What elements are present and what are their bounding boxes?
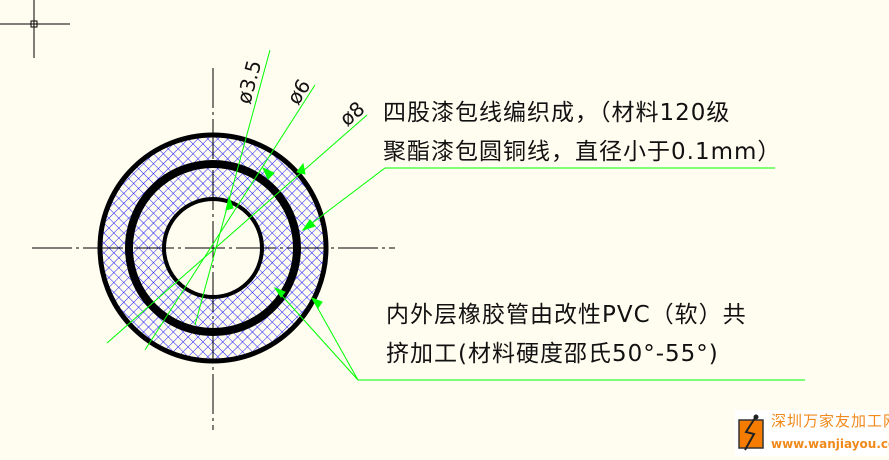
braid-note-line1: 四股漆包线编织成，（材料120级: [383, 100, 731, 126]
dimension-leaders: [106, 49, 805, 381]
braid-note-line2: 聚酯漆包圆铜线，直径小于0.1mm）: [383, 139, 782, 165]
dim-diameter-3-5: ø3.5: [232, 58, 267, 107]
watermark-name: 深圳万家友加工网: [771, 412, 889, 430]
watermark-logo: 深圳万家友加工网 www.wanjiayou.com: [735, 410, 889, 456]
dim-diameter-8: ø8: [335, 96, 370, 130]
center-lines: [32, 68, 395, 430]
watermark-url: www.wanjiayou.com: [771, 437, 889, 451]
wrench-logo-icon: [738, 414, 764, 451]
cursor-crosshair-icon: [0, 0, 70, 58]
tube-note-line1: 内外层橡胶管由改性PVC（软）共: [386, 302, 747, 328]
dim-diameter-6: ø6: [282, 75, 316, 109]
tube-note-line2: 挤加工(材料硬度邵氏50°-55°): [386, 341, 719, 367]
